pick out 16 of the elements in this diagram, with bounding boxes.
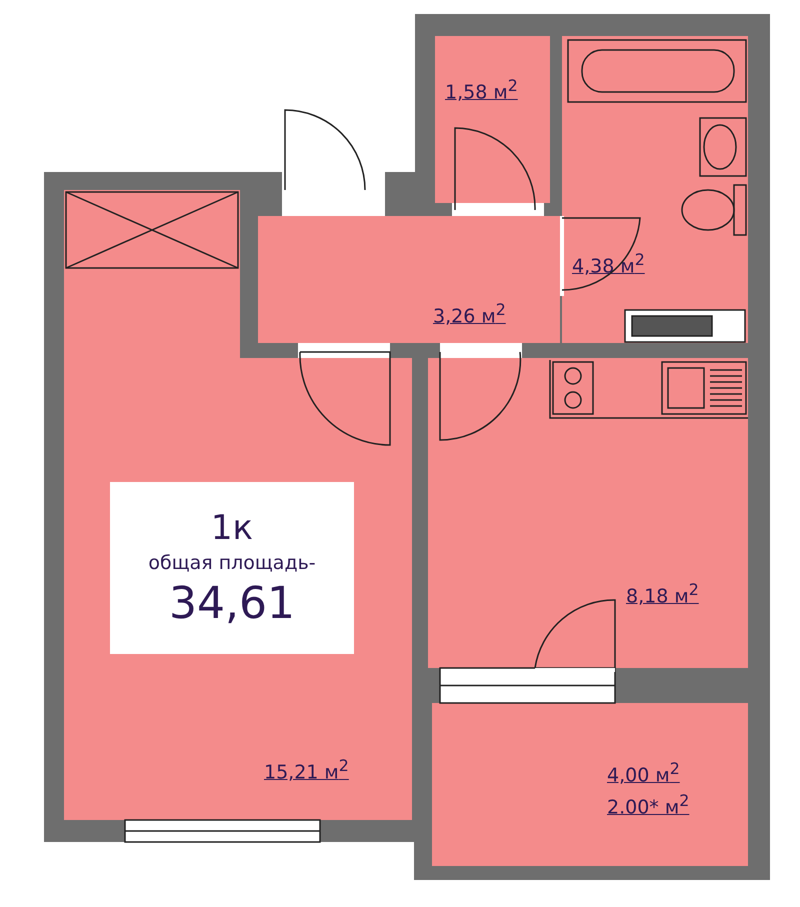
apartment-type-label: 1к [210,508,254,548]
total-area-caption: общая площадь- [148,552,316,574]
living-room [64,358,412,820]
balcony-room [432,703,748,866]
area-label: 8,18 м$^{2}$ [626,580,699,608]
area-label: 1,58 м$^{2}$ [445,76,518,104]
hallway-room [258,216,560,343]
closet-room [435,36,550,203]
area-label: 15,21 м$^{2}$ [264,756,349,784]
area-label: 2.00* м$^{2}$ [607,791,690,818]
area-info-panel [110,482,354,654]
area-label: 4,00 м$^{2}$ [607,759,680,786]
area-label: 4,38 м$^{2}$ [572,250,645,278]
total-area-value: 34,61 [169,578,295,628]
area-label: 3,26 м$^{2}$ [433,300,506,328]
kitchen-room [428,358,748,668]
